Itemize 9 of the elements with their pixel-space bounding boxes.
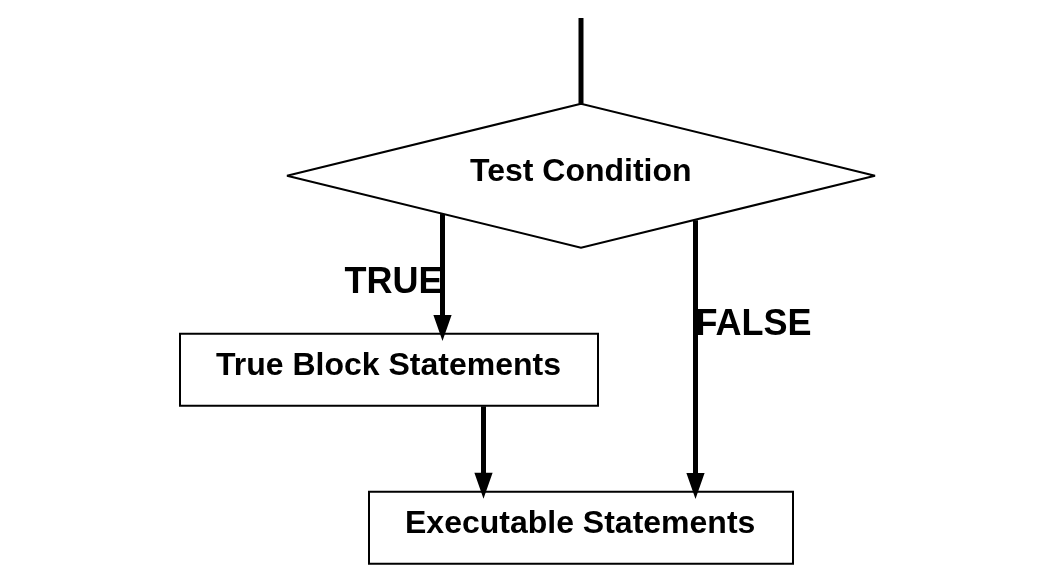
node-diamond: Test Condition <box>285 102 876 249</box>
edge-label: FALSE <box>695 301 812 343</box>
node-box: Executable Statements <box>367 490 794 565</box>
connector <box>578 18 583 104</box>
node-box: True Block Statements <box>178 332 599 407</box>
arrow <box>432 214 452 341</box>
edge-label: TRUE <box>344 259 442 301</box>
arrow <box>685 220 705 500</box>
arrow <box>473 406 493 499</box>
